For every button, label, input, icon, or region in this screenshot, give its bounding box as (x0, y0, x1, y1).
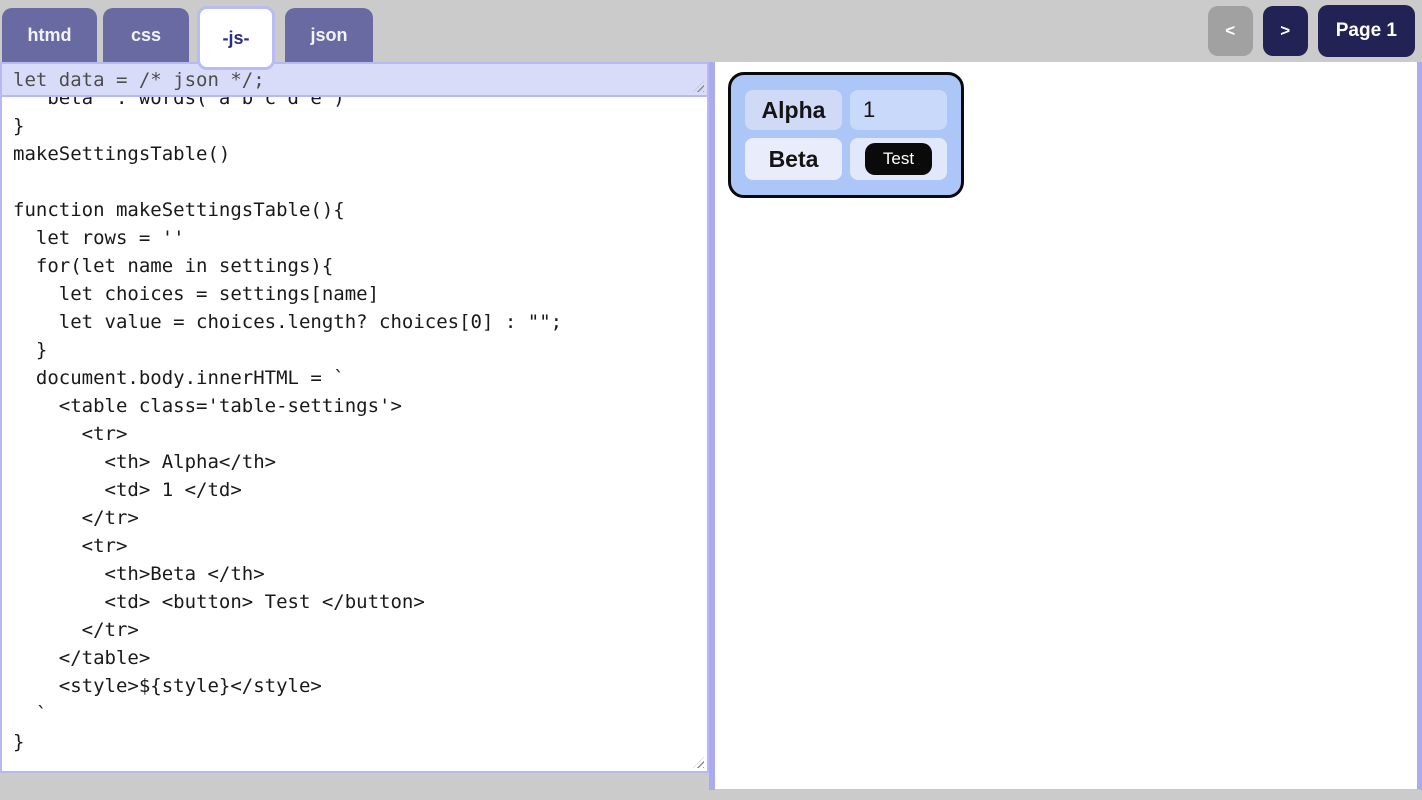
settings-row-beta-cell: Test (850, 138, 947, 180)
resize-grip-icon[interactable] (693, 81, 704, 92)
settings-row-alpha-value: 1 (850, 90, 947, 130)
page-navigation: < > Page 1 (1207, 5, 1422, 62)
settings-row-alpha-header: Alpha (745, 90, 842, 130)
js-code-text: 'beta' : words('a b c d e') } makeSettin… (13, 95, 563, 753)
settings-row-beta-header: Beta (745, 138, 842, 180)
tab-css[interactable]: css (103, 8, 189, 62)
resize-grip-icon[interactable] (693, 757, 704, 768)
tab-js-active[interactable]: -js- (197, 6, 275, 70)
page-indicator-button[interactable]: Page 1 (1317, 5, 1415, 57)
editor-tab-bar: htmd css -js- json (0, 6, 373, 70)
tab-htmd[interactable]: htmd (2, 8, 97, 62)
data-declaration-textarea[interactable]: let data = /* json */; (0, 62, 709, 95)
tab-json[interactable]: json (285, 8, 373, 62)
preview-pane: Alpha 1 Beta Test (715, 62, 1422, 790)
next-page-button[interactable]: > (1262, 6, 1308, 56)
pane-divider (709, 62, 715, 790)
data-declaration-text: let data = /* json */; (13, 69, 265, 91)
top-bar: htmd css -js- json < > Page 1 (0, 0, 1422, 70)
prev-page-button[interactable]: < (1207, 6, 1253, 56)
js-code-textarea[interactable]: 'beta' : words('a b c d e') } makeSettin… (0, 95, 709, 773)
test-button[interactable]: Test (864, 143, 933, 175)
main-split: let data = /* json */; 'beta' : words('a… (0, 62, 1422, 800)
settings-table: Alpha 1 Beta Test (728, 72, 964, 198)
